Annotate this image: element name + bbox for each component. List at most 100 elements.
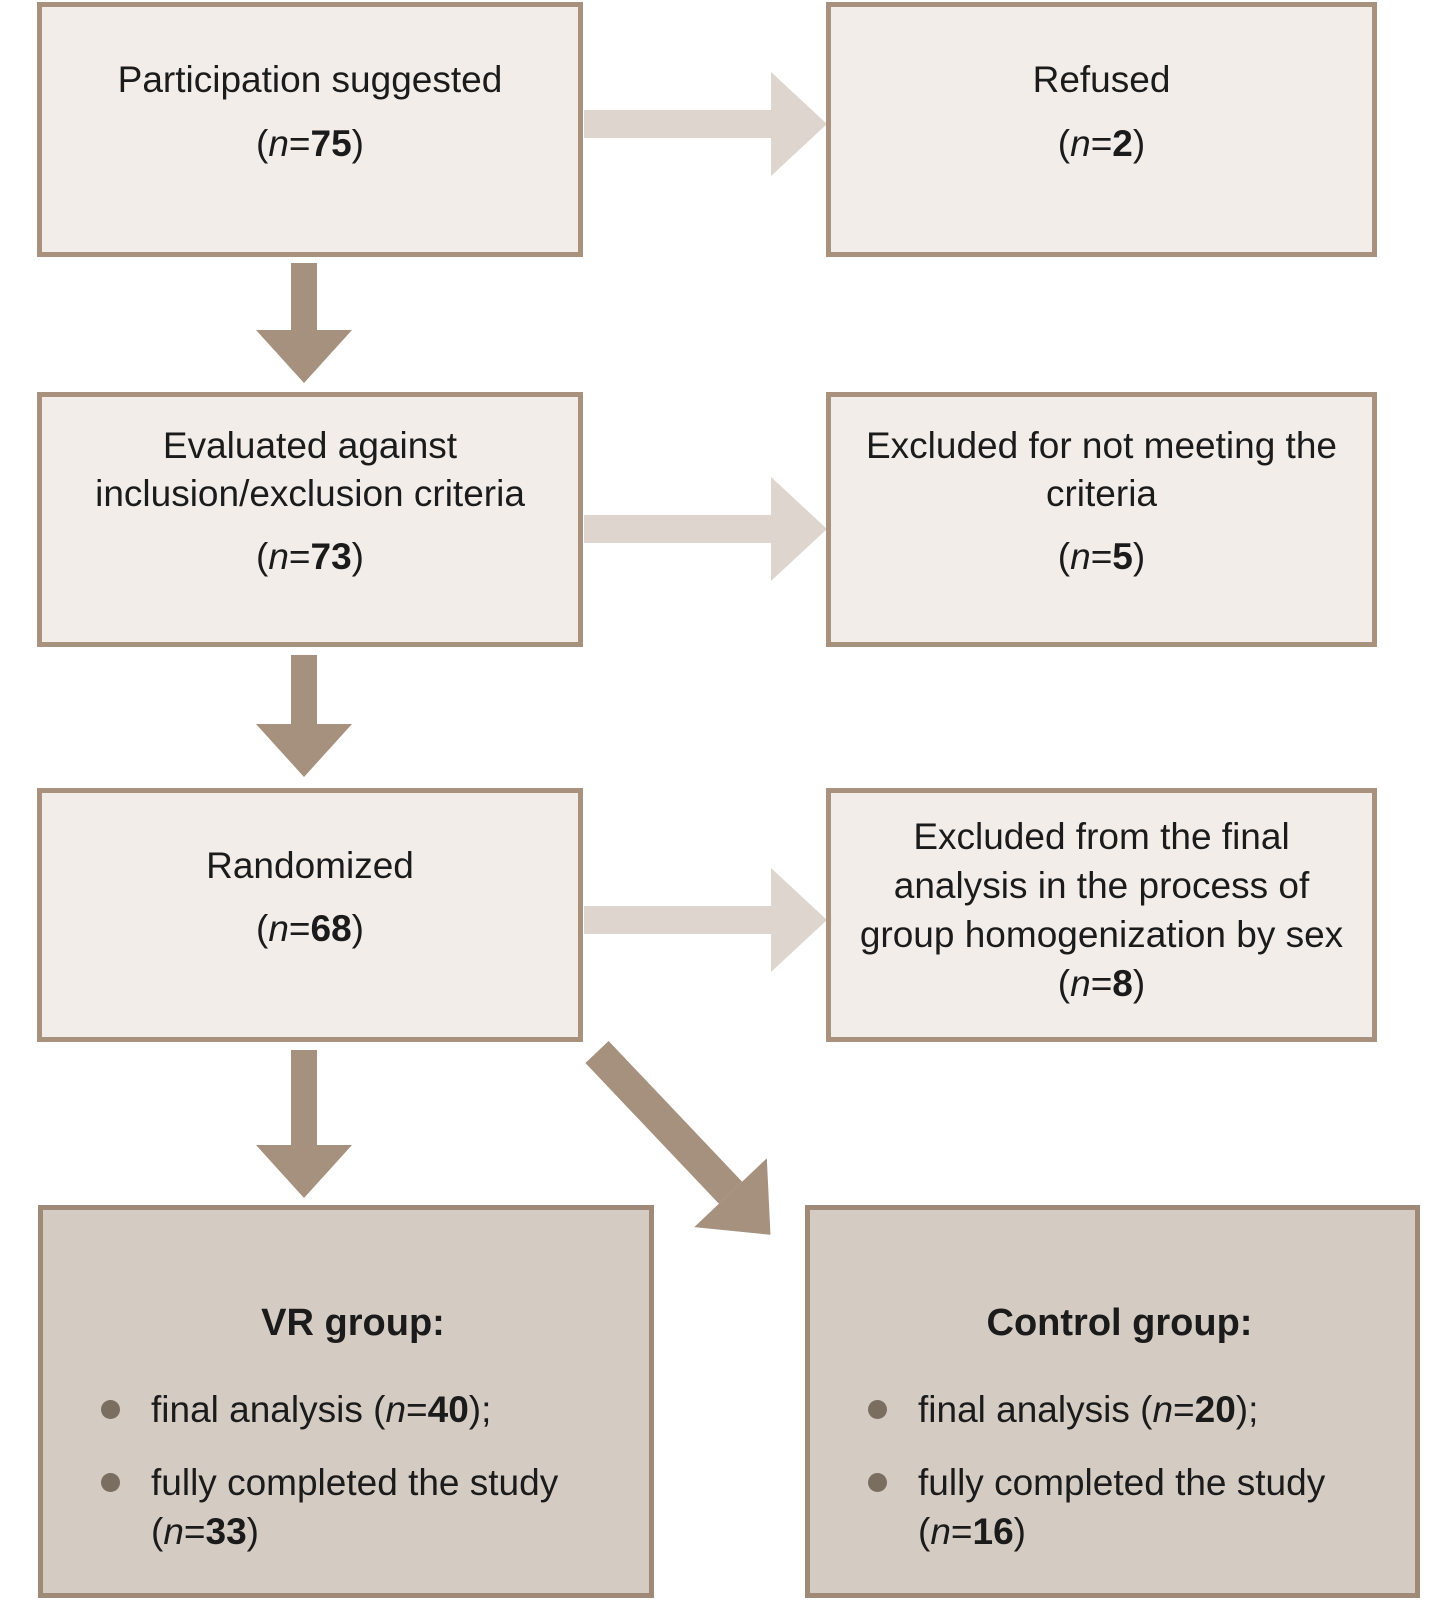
box-title: Excluded for not meeting the criteria xyxy=(865,425,1337,514)
n-open-paren: ( xyxy=(1057,122,1071,164)
n-value: 8 xyxy=(1112,962,1133,1004)
n-equals: = xyxy=(288,122,311,164)
n-equals: = xyxy=(406,1388,428,1430)
sample-size: (n=5) xyxy=(1058,533,1145,580)
n-var: n xyxy=(930,1510,951,1552)
n-value: 73 xyxy=(310,536,352,578)
n-var: n xyxy=(268,536,289,578)
arrow-head-icon xyxy=(771,72,827,176)
list-item: fully completed the study (n=33) xyxy=(93,1458,613,1556)
box-title: Excluded from the final analysis in the … xyxy=(857,813,1346,1008)
arrow-participation-to-evaluated xyxy=(256,263,352,383)
n-var: n xyxy=(1152,1388,1174,1430)
n-equals: = xyxy=(950,1510,973,1552)
n-open-paren: ( xyxy=(256,536,269,578)
box-control-group: Control group: final analysis (n=20); fu… xyxy=(805,1205,1420,1598)
n-value: 68 xyxy=(310,908,352,949)
item-before: final analysis xyxy=(151,1388,374,1430)
box-excluded-final-analysis: Excluded from the final analysis in the … xyxy=(826,788,1377,1042)
list-item-text: fully completed the study (n=16) xyxy=(918,1458,1379,1556)
n-close-paren: ) xyxy=(1132,122,1146,164)
sample-size: (n=68) xyxy=(256,905,364,952)
n-close-paren: ) xyxy=(1132,962,1146,1004)
box-evaluated-criteria: Evaluated against inclusion/exclusion cr… xyxy=(37,392,583,647)
sample-size: (n=75) xyxy=(256,120,364,167)
arrow-shaft xyxy=(584,515,771,543)
n-equals: = xyxy=(1090,122,1113,164)
arrow-head-icon xyxy=(256,330,352,383)
n-open-paren: ( xyxy=(918,1510,931,1552)
n-equals: = xyxy=(1090,962,1113,1004)
group-item-list: final analysis (n=20); fully completed t… xyxy=(860,1385,1379,1557)
n-equals: = xyxy=(183,1510,206,1552)
box-title-text: Excluded from the final analysis in the … xyxy=(859,816,1344,955)
arrow-randomized-to-excluded-final xyxy=(584,868,827,972)
arrow-head-icon xyxy=(256,1145,352,1198)
box-vr-group: VR group: final analysis (n=40); fully c… xyxy=(38,1205,654,1598)
item-after: ) xyxy=(1013,1510,1026,1552)
arrow-shaft xyxy=(584,110,771,138)
list-item-text: final analysis (n=20); xyxy=(918,1385,1379,1434)
sample-size: (n=73) xyxy=(256,533,364,580)
n-open-paren: ( xyxy=(151,1510,164,1552)
n-value: 33 xyxy=(205,1510,247,1552)
box-title: Evaluated against inclusion/exclusion cr… xyxy=(95,425,525,514)
n-open-paren: ( xyxy=(1140,1388,1153,1430)
item-before: final analysis xyxy=(918,1388,1141,1430)
arrow-shaft xyxy=(291,655,317,724)
list-item-text: final analysis (n=40); xyxy=(151,1385,613,1434)
item-after: ); xyxy=(1235,1388,1259,1430)
list-item: final analysis (n=20); xyxy=(860,1385,1379,1434)
n-close-paren: ) xyxy=(1132,536,1146,578)
box-title: Participation suggested xyxy=(117,59,503,101)
n-close-paren: ) xyxy=(351,908,364,949)
box-excluded-not-meeting-criteria: Excluded for not meeting the criteria (n… xyxy=(826,392,1377,647)
n-var: n xyxy=(268,122,289,164)
n-value: 2 xyxy=(1112,122,1133,164)
n-var: n xyxy=(163,1510,184,1552)
group-item-list: final analysis (n=40); fully completed t… xyxy=(93,1385,613,1557)
item-after: ); xyxy=(468,1388,492,1430)
list-item: fully completed the study (n=16) xyxy=(860,1458,1379,1556)
n-value: 16 xyxy=(972,1510,1014,1552)
n-open-paren: ( xyxy=(373,1388,386,1430)
box-participation-suggested: Participation suggested (n=75) xyxy=(37,2,583,257)
n-equals: = xyxy=(1090,536,1113,578)
n-value: 5 xyxy=(1112,536,1133,578)
bullet-marker xyxy=(101,1472,120,1492)
list-item: final analysis (n=40); xyxy=(93,1385,613,1434)
bullet-marker xyxy=(868,1472,887,1492)
n-open-paren: ( xyxy=(1057,536,1071,578)
list-item-text: fully completed the study (n=33) xyxy=(151,1458,613,1556)
item-before: fully completed the study xyxy=(151,1461,559,1503)
arrow-shaft xyxy=(585,1040,743,1204)
arrow-shaft xyxy=(291,1050,317,1145)
n-var: n xyxy=(1070,536,1091,578)
arrow-shaft xyxy=(584,906,771,934)
bullet-marker xyxy=(868,1399,887,1419)
n-value: 40 xyxy=(427,1388,469,1430)
box-title: Randomized xyxy=(206,844,414,886)
group-title: Control group: xyxy=(986,1302,1253,1344)
n-equals: = xyxy=(288,908,311,949)
n-value: 20 xyxy=(1194,1388,1236,1430)
arrow-participation-to-refused xyxy=(584,72,827,176)
arrow-head-icon xyxy=(771,477,827,581)
n-open-paren: ( xyxy=(256,908,269,949)
n-open-paren: ( xyxy=(1057,962,1071,1004)
n-var: n xyxy=(1070,122,1091,164)
box-title: Refused xyxy=(1032,59,1171,101)
n-close-paren: ) xyxy=(351,122,364,164)
n-open-paren: ( xyxy=(256,122,269,164)
n-value: 75 xyxy=(310,122,352,164)
bullet-marker xyxy=(101,1399,120,1419)
n-equals: = xyxy=(1173,1388,1195,1430)
group-title: VR group: xyxy=(261,1302,445,1344)
n-var: n xyxy=(1070,962,1091,1004)
arrow-randomized-to-vr-group xyxy=(256,1050,352,1198)
n-equals: = xyxy=(288,536,311,578)
arrow-shaft xyxy=(291,263,317,330)
arrow-evaluated-to-excluded xyxy=(584,477,827,581)
arrow-head-icon xyxy=(771,868,827,972)
